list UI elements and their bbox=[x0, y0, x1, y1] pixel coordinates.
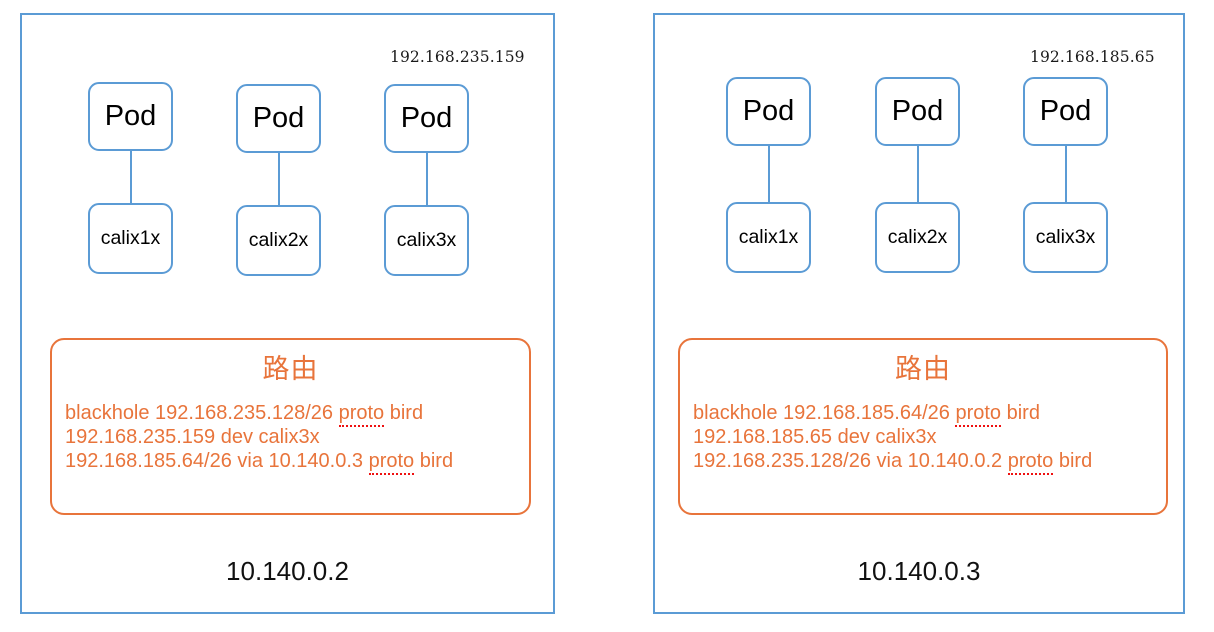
node-panel-0: 192.168.235.159 Pod calix1x Pod calix2x … bbox=[20, 13, 555, 614]
calix-box-1-1[interactable]: calix2x bbox=[875, 202, 960, 273]
route-line-1-1: 192.168.185.65 dev calix3x bbox=[693, 425, 1156, 449]
pod-box-0-0[interactable]: Pod bbox=[88, 82, 173, 151]
route-line-text-1-0: blackhole 192.168.185.64/26 bbox=[693, 402, 956, 424]
route-flag-0-2: proto bbox=[368, 450, 415, 475]
route-line-text-1-1: 192.168.185.65 dev calix3x bbox=[693, 426, 937, 448]
route-lines-1: blackhole 192.168.185.64/26 proto bird 1… bbox=[680, 401, 1166, 475]
pod-box-0-2[interactable]: Pod bbox=[384, 84, 469, 153]
node-panel-1: 192.168.185.65 Pod calix1x Pod calix2x P… bbox=[653, 13, 1185, 614]
route-line-text-0-0: blackhole 192.168.235.128/26 bbox=[65, 402, 339, 424]
route-line-0-1: 192.168.235.159 dev calix3x bbox=[65, 425, 519, 449]
pod-box-0-1[interactable]: Pod bbox=[236, 84, 321, 153]
route-title-0: 路由 bbox=[262, 354, 319, 385]
pod-ip-label-0: 192.168.235.159 bbox=[390, 48, 525, 66]
route-flag-1-0: proto bbox=[955, 402, 1002, 427]
route-line-tail-1-0: bird bbox=[1001, 402, 1040, 424]
calix-box-0-2[interactable]: calix3x bbox=[384, 205, 469, 276]
pod-veth-link-0-0 bbox=[129, 151, 132, 203]
pod-veth-link-0-2 bbox=[425, 153, 428, 205]
route-line-tail-0-2: bird bbox=[414, 450, 454, 472]
pod-ip-label-1: 192.168.185.65 bbox=[1030, 48, 1155, 66]
node-ip-0: 10.140.0.2 bbox=[226, 556, 349, 586]
pod-box-1-2[interactable]: Pod bbox=[1023, 77, 1108, 146]
route-box-0: 路由 blackhole 192.168.235.128/26 proto bi… bbox=[50, 338, 531, 515]
calix-box-0-0[interactable]: calix1x bbox=[88, 203, 173, 274]
pod-veth-link-0-1 bbox=[277, 153, 280, 205]
route-box-1: 路由 blackhole 192.168.185.64/26 proto bir… bbox=[678, 338, 1168, 515]
route-flag-0-0: proto bbox=[338, 402, 385, 427]
route-line-tail-0-0: bird bbox=[384, 402, 424, 424]
pod-veth-link-1-1 bbox=[916, 146, 919, 202]
pod-column-0-0: Pod calix1x bbox=[88, 82, 173, 274]
pod-box-1-0[interactable]: Pod bbox=[726, 77, 811, 146]
calix-box-1-2[interactable]: calix3x bbox=[1023, 202, 1108, 273]
route-lines-0: blackhole 192.168.235.128/26 proto bird … bbox=[52, 401, 529, 475]
route-line-text-0-1: 192.168.235.159 dev calix3x bbox=[65, 426, 320, 448]
route-line-text-0-2: 192.168.185.64/26 via 10.140.0.3 bbox=[65, 450, 369, 472]
route-line-1-0: blackhole 192.168.185.64/26 proto bird bbox=[693, 401, 1156, 427]
route-line-0-2: 192.168.185.64/26 via 10.140.0.3 proto b… bbox=[65, 449, 519, 475]
route-line-tail-1-2: bird bbox=[1053, 450, 1093, 472]
route-line-0-0: blackhole 192.168.235.128/26 proto bird bbox=[65, 401, 519, 427]
calix-box-1-0[interactable]: calix1x bbox=[726, 202, 811, 273]
route-flag-1-2: proto bbox=[1007, 450, 1054, 475]
pod-veth-link-1-0 bbox=[767, 146, 770, 202]
pod-column-1-0: Pod calix1x bbox=[726, 77, 811, 273]
route-title-1: 路由 bbox=[895, 354, 951, 385]
pod-column-1-2: Pod calix3x bbox=[1023, 77, 1108, 273]
pod-column-1-1: Pod calix2x bbox=[875, 77, 960, 273]
pod-column-0-2: Pod calix3x bbox=[384, 84, 469, 276]
route-line-text-1-2: 192.168.235.128/26 via 10.140.0.2 bbox=[693, 450, 1008, 472]
pod-column-0-1: Pod calix2x bbox=[236, 84, 321, 276]
route-line-1-2: 192.168.235.128/26 via 10.140.0.2 proto … bbox=[693, 449, 1156, 475]
pod-veth-link-1-2 bbox=[1064, 146, 1067, 202]
node-ip-1: 10.140.0.3 bbox=[857, 556, 981, 586]
pod-box-1-1[interactable]: Pod bbox=[875, 77, 960, 146]
calix-box-0-1[interactable]: calix2x bbox=[236, 205, 321, 276]
